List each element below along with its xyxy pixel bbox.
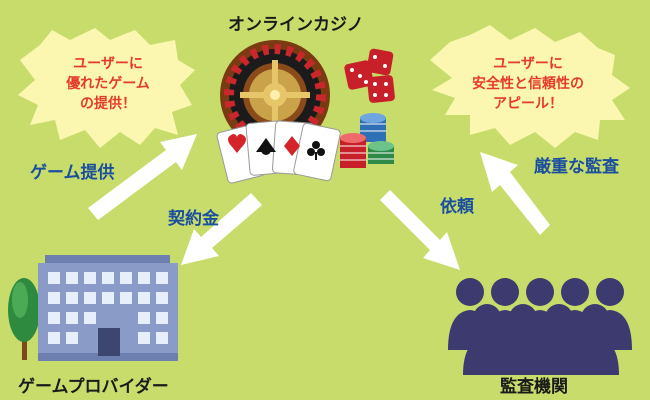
bubble-right-line: アピール！ [493,96,563,112]
contract-fee-label: 契約金 [168,209,219,229]
casino-chips-icon [340,113,394,168]
request-label: 依頼 [440,197,474,217]
bubble-right-line: 安全性と信頼性の [472,76,584,92]
game-provision-label: ゲーム提供 [30,163,115,183]
bubble-left-line: 優れたゲーム [66,76,150,92]
audit-agency-label: 監査機関 [500,377,568,397]
office-building-icon [38,255,178,361]
playing-cards-icon [216,120,341,184]
bubble-right-line: ユーザーに [493,56,563,72]
speech-bubble-right-text: ユーザーに 安全性と信頼性の アピール！ [458,54,598,114]
arrow-request [380,190,460,270]
roulette-wheel-icon [220,40,330,150]
online-casino-title: オンラインカジノ [228,15,364,35]
speech-bubble-right [430,25,630,148]
tree-icon [8,278,40,360]
dice-icon [344,48,395,103]
arrow-game-provision [88,134,197,220]
bubble-left-line: ユーザーに [73,56,143,72]
strict-audit-label: 厳重な監査 [534,157,619,177]
arrow-contract-fee [181,193,262,265]
people-group-icon [448,278,632,375]
game-provider-label: ゲームプロバイダー [18,377,169,397]
bubble-left-line: の提供！ [80,96,136,112]
speech-bubble-left [18,28,195,148]
arrow-strict-audit [480,152,550,235]
speech-bubble-left-text: ユーザーに 優れたゲーム の提供！ [48,54,168,114]
